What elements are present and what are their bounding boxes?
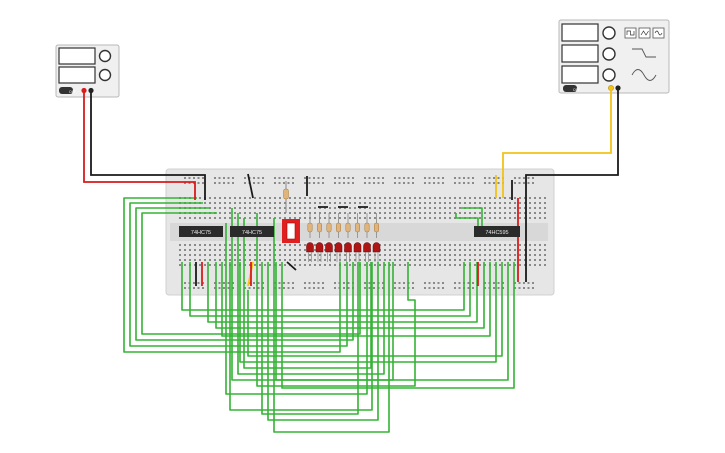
- ic-label: 74HC75: [242, 230, 262, 236]
- led-resistor[interactable]: [326, 213, 332, 238]
- red-led[interactable]: [344, 242, 352, 262]
- power-supply-button-label: OFF: [69, 90, 76, 94]
- ic-74hc75-1[interactable]: 74HC75: [179, 226, 223, 237]
- voltage-display: [58, 47, 96, 65]
- green-wires[interactable]: [123, 197, 515, 433]
- green-wire[interactable]: [189, 262, 471, 317]
- power-wires[interactable]: [83, 90, 619, 287]
- square-wave-icon: [626, 30, 635, 36]
- power-wire-negative[interactable]: [90, 93, 206, 200]
- triangle-wave-icon: [640, 30, 649, 36]
- green-wire[interactable]: [215, 262, 485, 329]
- green-wire[interactable]: [207, 262, 478, 323]
- ic-74hc75-2[interactable]: 74HC75: [230, 226, 274, 237]
- function-generator-power-button[interactable]: [563, 85, 577, 92]
- frequency-knob[interactable]: [602, 26, 616, 40]
- offset-display: [561, 65, 599, 84]
- green-wire[interactable]: [247, 262, 503, 357]
- red-led[interactable]: [315, 242, 324, 262]
- amplitude-display: [561, 44, 599, 63]
- negative-terminal[interactable]: [88, 87, 94, 94]
- ground-jumper-2[interactable]: [247, 173, 254, 199]
- red-led[interactable]: [325, 242, 333, 262]
- waveform-preview-bottom: [631, 69, 657, 81]
- current-display: [58, 66, 96, 84]
- resistor-pullup[interactable]: [283, 181, 289, 213]
- green-wire[interactable]: [455, 213, 479, 226]
- green-wire[interactable]: [221, 262, 491, 337]
- green-wire[interactable]: [181, 262, 465, 311]
- green-wire[interactable]: [261, 262, 359, 415]
- red-led[interactable]: [372, 242, 381, 262]
- ic-74hc595[interactable]: 74HC595: [474, 226, 520, 237]
- led-resistor[interactable]: [364, 213, 370, 238]
- switch-ground-wire[interactable]: [286, 261, 297, 271]
- positive-terminal[interactable]: [81, 87, 87, 94]
- signal-wire[interactable]: [502, 90, 612, 198]
- green-wire[interactable]: [239, 262, 497, 363]
- voltage-knob[interactable]: [98, 49, 112, 63]
- ground-wire[interactable]: [525, 90, 619, 198]
- green-wire[interactable]: [243, 218, 372, 369]
- red-led[interactable]: [334, 242, 343, 262]
- green-wire[interactable]: [237, 213, 385, 375]
- sine-wave-icon: [654, 30, 663, 36]
- green-wire[interactable]: [267, 262, 379, 421]
- green-wire[interactable]: [275, 262, 509, 381]
- green-wire[interactable]: [256, 213, 416, 387]
- signal-terminal[interactable]: [608, 85, 614, 91]
- ic-label: 74HC75: [191, 230, 211, 236]
- green-wire[interactable]: [135, 207, 354, 341]
- green-wire[interactable]: [461, 207, 483, 226]
- led-resistor[interactable]: [355, 213, 360, 238]
- ground-terminal[interactable]: [615, 85, 621, 91]
- led-array[interactable]: [306, 213, 381, 262]
- led-resistor[interactable]: [374, 213, 379, 238]
- waveform-preview-top: [632, 48, 656, 58]
- function-generator[interactable]: OFF: [558, 19, 670, 94]
- red-led[interactable]: [363, 242, 371, 262]
- dip-switch[interactable]: [282, 219, 300, 243]
- power-wire-positive[interactable]: [83, 93, 196, 200]
- dc-power-supply[interactable]: OFF: [55, 44, 120, 98]
- function-generator-button-label: OFF: [573, 88, 580, 92]
- green-wire[interactable]: [273, 218, 390, 433]
- green-wire[interactable]: [281, 262, 515, 389]
- offset-knob[interactable]: [602, 68, 616, 82]
- red-led[interactable]: [306, 242, 314, 262]
- amplitude-knob[interactable]: [602, 47, 616, 61]
- current-knob[interactable]: [98, 68, 112, 82]
- led-resistor[interactable]: [336, 213, 341, 238]
- ic-label: 74HC595: [485, 230, 508, 236]
- red-led[interactable]: [353, 242, 362, 262]
- frequency-display: [561, 23, 599, 42]
- power-supply-power-button[interactable]: [59, 87, 73, 94]
- led-resistor[interactable]: [345, 213, 351, 238]
- led-resistor[interactable]: [307, 213, 313, 238]
- green-wire[interactable]: [129, 202, 348, 347]
- led-resistor[interactable]: [317, 213, 322, 238]
